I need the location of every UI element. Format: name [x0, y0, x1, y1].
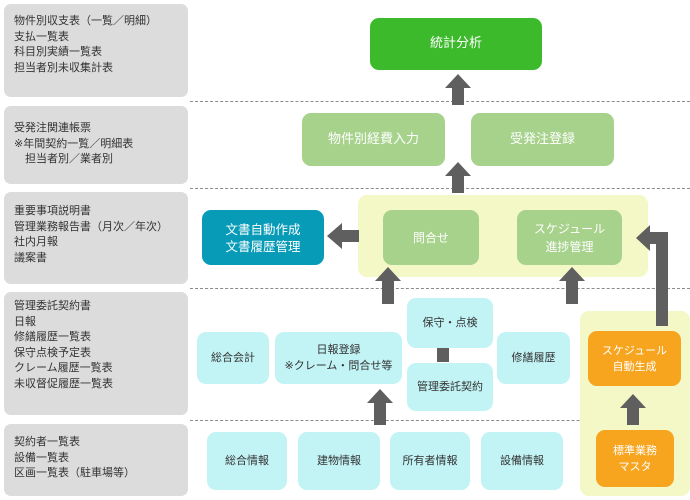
row-divider	[190, 288, 690, 289]
standard-master-node: 標準業務 マスタ	[596, 430, 674, 487]
property-expense-node: 物件別経費入力	[302, 113, 445, 166]
arrow-up-icon	[620, 394, 646, 425]
node-label: 建物情報	[317, 454, 361, 467]
node-label: 自動生成	[612, 359, 657, 373]
row-divider	[190, 420, 690, 421]
panel-line: 科目別実績一覧表	[14, 45, 102, 58]
node-label: 進捗管理	[545, 239, 594, 254]
order-registration-node: 受発注登録	[471, 113, 614, 166]
node-label: 日報登録	[316, 343, 361, 356]
panel-line: 物件別収支表（一覧／明細）	[14, 14, 157, 27]
panel-line: 担当者別未収集計表	[14, 60, 113, 74]
arrow-up-icon	[559, 267, 585, 304]
node-label: 統計分析	[429, 36, 482, 51]
panel-line: 重要事項説明書	[14, 204, 91, 217]
inquiry-node: 問合せ	[383, 210, 479, 265]
panel-line: 管理業務報告書（月次／年次）	[14, 219, 168, 233]
left-panel-order-documents: 受発注関連帳票 ※年間契約一覧／明細表 担当者別／業者別	[4, 106, 188, 184]
equipment-info-node: 設備情報	[481, 432, 563, 490]
statistics-node: 統計分析	[370, 18, 542, 70]
general-info-node: 総合情報	[207, 432, 287, 490]
node-label: 設備情報	[500, 454, 544, 467]
panel-line: 受発注関連帳票	[14, 121, 91, 134]
arrow-up-icon	[445, 162, 471, 193]
owner-info-node: 所有者情報	[390, 432, 470, 490]
panel-line: 保守点検予定表	[14, 345, 91, 359]
node-label: 管理委託契約	[417, 380, 483, 393]
node-label: 総合会計	[211, 351, 255, 364]
arrow-elbow-icon	[636, 225, 668, 326]
panel-line: 管理委託契約書	[14, 299, 91, 312]
left-panel-management-docs: 管理委託契約書 日報 修繕履歴一覧表 保守点検予定表 クレーム履歴一覧表 未収督…	[4, 292, 188, 415]
management-contract-node: 管理委託契約	[407, 363, 493, 411]
panel-line: 設備一覧表	[14, 450, 69, 464]
row-divider	[190, 101, 690, 102]
left-panel-master-lists: 契約者一覧表 設備一覧表 区画一覧表（駐車場等）	[4, 424, 188, 496]
arrow-up-icon	[445, 74, 471, 105]
daily-report-node: 日報登録 ※クレーム・問合せ等	[275, 332, 402, 384]
node-label: スケジュール	[533, 221, 606, 236]
panel-line: 支払一覧表	[14, 29, 69, 43]
node-label: 問合せ	[412, 230, 449, 245]
node-label: ※クレーム・問合せ等	[284, 359, 393, 372]
panel-line: 日報	[14, 314, 36, 328]
panel-line: 区画一覧表（駐車場等）	[14, 466, 135, 479]
maintenance-inspection-node: 保守・点検	[407, 298, 493, 348]
arrow-left-icon	[327, 223, 359, 249]
node-label: 物件別経費入力	[327, 131, 419, 147]
node-label: 修繕履歴	[511, 351, 556, 364]
repair-history-node: 修繕履歴	[497, 332, 570, 384]
arrow-up-icon	[367, 389, 393, 425]
node-label: 文書履歴管理	[225, 238, 301, 254]
panel-line: 担当者別／業者別	[25, 152, 113, 165]
panel-line: 社内月報	[14, 235, 58, 248]
panel-line: クレーム履歴一覧表	[14, 361, 113, 374]
node-label: マスタ	[618, 459, 652, 473]
general-accounting-node: 総合会計	[197, 332, 269, 384]
left-panel-important-docs: 重要事項説明書 管理業務報告書（月次／年次） 社内月報 議案書	[4, 192, 188, 284]
node-label: 所有者情報	[402, 454, 458, 467]
panel-line: ※年間契約一覧／明細表	[14, 136, 134, 150]
node-label: スケジュール	[601, 343, 668, 357]
panel-line: 議案書	[14, 250, 47, 264]
schedule-progress-node: スケジュール 進捗管理	[517, 210, 622, 265]
node-label: 総合情報	[225, 454, 269, 467]
node-label: 文書自動作成	[225, 221, 301, 237]
arrow-up-icon	[375, 267, 401, 304]
row-divider	[190, 188, 690, 189]
building-info-node: 建物情報	[298, 432, 380, 490]
node-label: 保守・点検	[422, 316, 478, 329]
left-panel-reports: 物件別収支表（一覧／明細） 支払一覧表 科目別実績一覧表 担当者別未収集計表	[4, 4, 188, 97]
panel-line: 修繕履歴一覧表	[14, 330, 91, 343]
schedule-auto-node: スケジュール 自動生成	[588, 331, 681, 386]
panel-line: 未収督促履歴一覧表	[14, 376, 113, 390]
node-label: 標準業務	[613, 443, 657, 457]
document-auto-node: 文書自動作成 文書履歴管理	[202, 210, 324, 265]
node-label: 受発注登録	[509, 131, 575, 147]
panel-line: 契約者一覧表	[14, 435, 80, 448]
